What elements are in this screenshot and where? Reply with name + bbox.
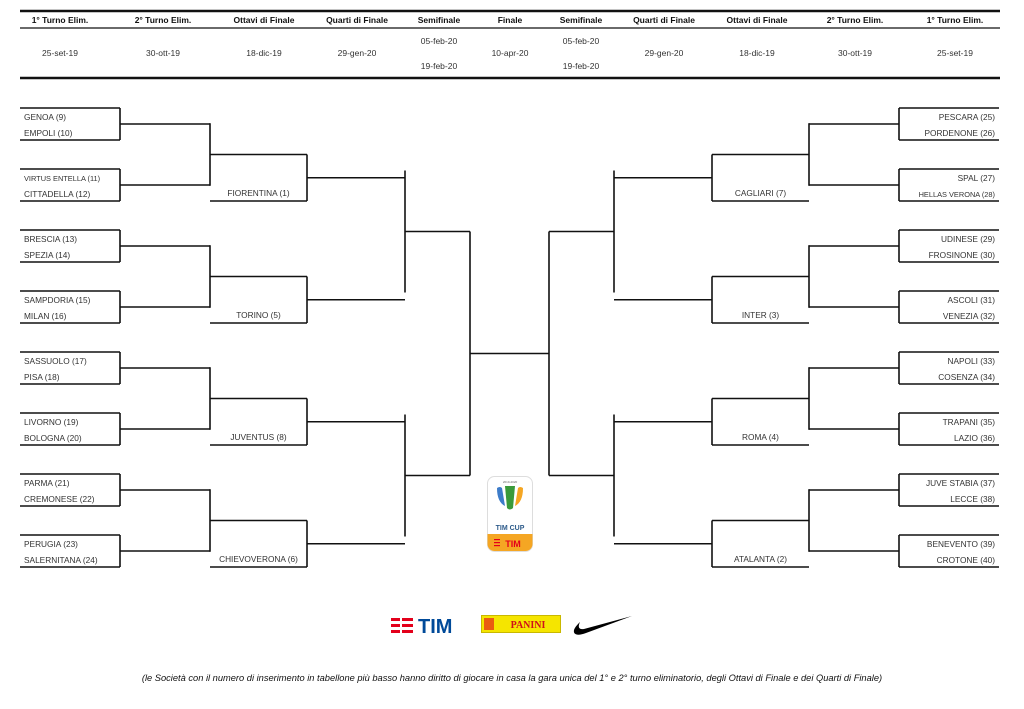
team-label: BOLOGNA (20) xyxy=(24,433,82,443)
seeded-team-label: JUVENTUS (8) xyxy=(230,432,286,442)
team-label: PESCARA (25) xyxy=(939,112,995,122)
round-date: 30-ott-19 xyxy=(838,48,872,58)
footnote: (le Società con il numero di inserimento… xyxy=(141,673,883,683)
round-date: 18-dic-19 xyxy=(246,48,282,58)
team-label: SAMPDORIA (15) xyxy=(24,295,91,305)
round-header: Ottavi di Finale xyxy=(727,15,788,25)
round-header: Semifinale xyxy=(560,15,603,25)
team-label: TRAPANI (35) xyxy=(943,417,996,427)
team-label: FROSINONE (30) xyxy=(929,250,996,260)
round-date: 18-dic-19 xyxy=(739,48,775,58)
team-label: PISA (18) xyxy=(24,372,60,382)
round-header: Quarti di Finale xyxy=(633,15,695,25)
team-label: VIRTUS ENTELLA (11) xyxy=(24,174,100,183)
seeded-team-label: ROMA (4) xyxy=(742,432,779,442)
team-label: BENEVENTO (39) xyxy=(927,539,995,549)
seeded-team-label: INTER (3) xyxy=(742,310,780,320)
team-label: BRESCIA (13) xyxy=(24,234,77,244)
panini-sponsor-logo: PANINI xyxy=(481,615,561,635)
team-label: LIVORNO (19) xyxy=(24,417,79,427)
round-header: Finale xyxy=(498,15,523,25)
round-date: 19-feb-20 xyxy=(421,61,458,71)
team-label: MILAN (16) xyxy=(24,311,67,321)
team-label: UDINESE (29) xyxy=(941,234,995,244)
team-label: SPAL (27) xyxy=(958,173,996,183)
svg-text:TIM CUP: TIM CUP xyxy=(496,525,525,532)
seeded-team-label: FIORENTINA (1) xyxy=(227,188,289,198)
team-label: PORDENONE (26) xyxy=(924,128,995,138)
round-date: 10-apr-20 xyxy=(492,48,529,58)
round-date: 29-gen-20 xyxy=(338,48,377,58)
round-date: 05-feb-20 xyxy=(421,36,458,46)
round-header: Ottavi di Finale xyxy=(234,15,295,25)
seeded-team-label: ATALANTA (2) xyxy=(734,554,787,564)
round-date: 25-set-19 xyxy=(937,48,973,58)
round-date: 25-set-19 xyxy=(42,48,78,58)
svg-text:TIM: TIM xyxy=(418,616,452,637)
team-label: NAPOLI (33) xyxy=(948,356,996,366)
seeded-team-label: TORINO (5) xyxy=(236,310,281,320)
team-label: CREMONESE (22) xyxy=(24,494,95,504)
team-label: CROTONE (40) xyxy=(937,555,996,565)
round-header: Quarti di Finale xyxy=(326,15,388,25)
team-label: LECCE (38) xyxy=(950,494,995,504)
round-header: 2° Turno Elim. xyxy=(135,15,192,25)
team-label: VENEZIA (32) xyxy=(943,311,995,321)
team-label: LAZIO (36) xyxy=(954,433,995,443)
team-label: COSENZA (34) xyxy=(938,372,995,382)
round-header: 1° Turno Elim. xyxy=(32,15,89,25)
round-date: 30-ott-19 xyxy=(146,48,180,58)
team-label: CITTADELLA (12) xyxy=(24,189,90,199)
team-label: SPEZIA (14) xyxy=(24,250,70,260)
team-label: ASCOLI (31) xyxy=(948,295,996,305)
round-header: Semifinale xyxy=(418,15,461,25)
tim-sponsor-logo: TIM xyxy=(391,613,471,638)
seeded-team-label: CAGLIARI (7) xyxy=(735,188,786,198)
seeded-team-label: CHIEVOVERONA (6) xyxy=(219,554,298,564)
team-label: PERUGIA (23) xyxy=(24,539,78,549)
svg-text:TIM: TIM xyxy=(505,539,521,549)
team-label: SASSUOLO (17) xyxy=(24,356,87,366)
team-label: JUVE STABIA (37) xyxy=(926,478,995,488)
team-label: SALERNITANA (24) xyxy=(24,555,98,565)
team-label: GENOA (9) xyxy=(24,112,66,122)
team-label: PARMA (21) xyxy=(24,478,70,488)
nike-swoosh-logo xyxy=(572,614,634,638)
round-date: 29-gen-20 xyxy=(645,48,684,58)
round-header: 2° Turno Elim. xyxy=(827,15,884,25)
coppa-italia-tim-cup-logo: 2019-2020 TIM CUP TIM xyxy=(487,476,533,552)
round-date: 19-feb-20 xyxy=(563,61,600,71)
svg-text:2019-2020: 2019-2020 xyxy=(503,480,518,484)
team-label: EMPOLI (10) xyxy=(24,128,73,138)
round-date: 05-feb-20 xyxy=(563,36,600,46)
team-label: HELLAS VERONA (28) xyxy=(919,190,995,199)
svg-text:PANINI: PANINI xyxy=(511,620,546,631)
round-header: 1° Turno Elim. xyxy=(927,15,984,25)
